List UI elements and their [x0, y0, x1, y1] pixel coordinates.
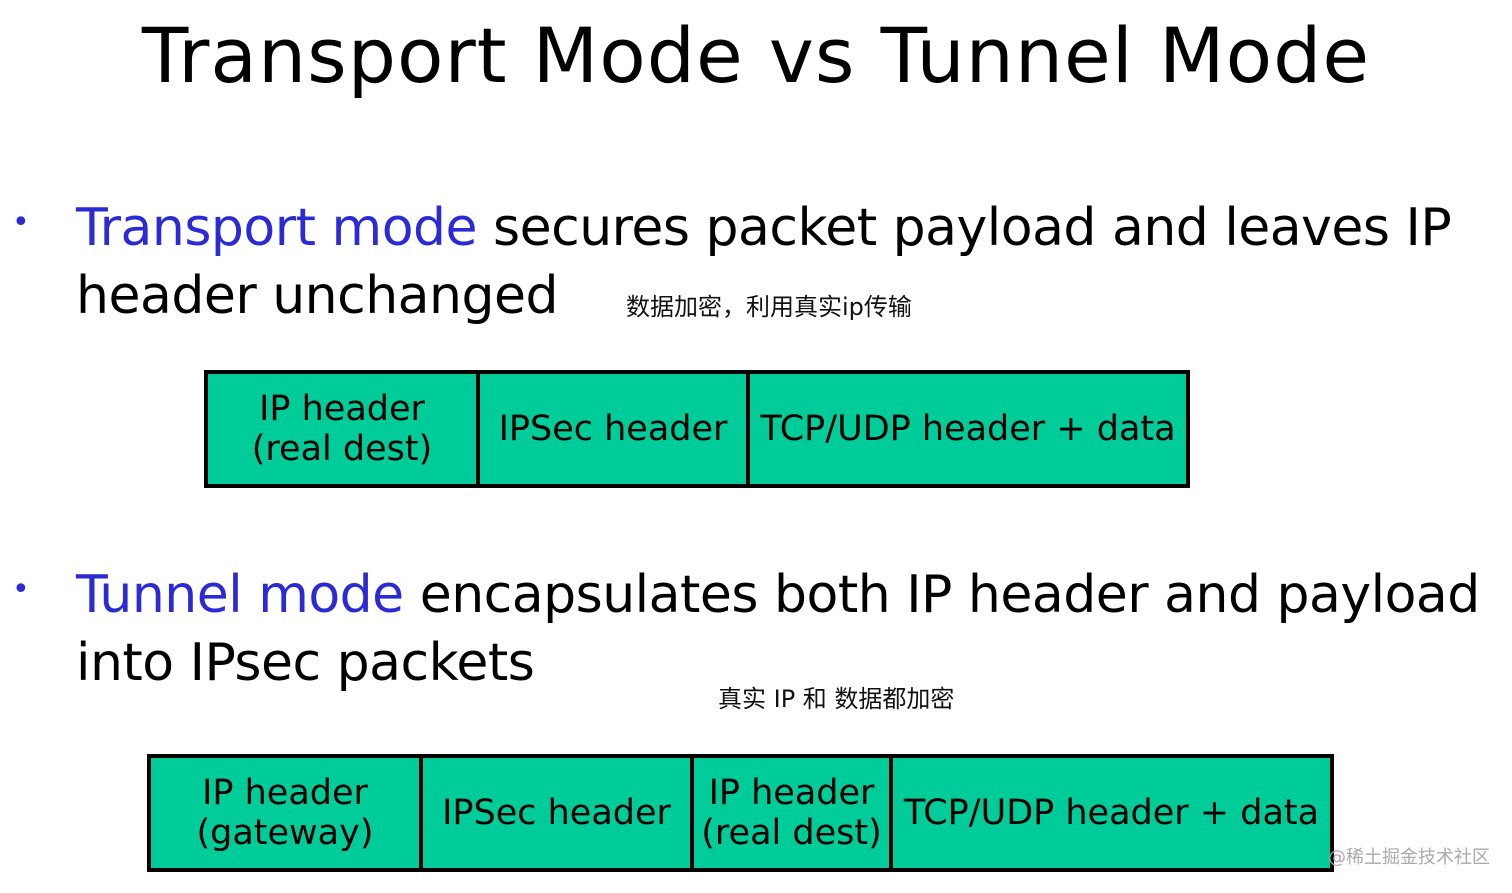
- transport-cell-ipsec-header: IPSec header: [480, 374, 750, 484]
- tunnel-cell-tcp-udp-data-label: TCP/UDP header + data: [903, 793, 1320, 833]
- slide-title: Transport Mode vs Tunnel Mode: [141, 11, 1371, 100]
- tunnel-cell-ipsec-header-label: IPSec header: [442, 793, 671, 833]
- tunnel-cell-ip-header-real-dest: IP header(real dest): [694, 758, 893, 868]
- transport-line-1: Transport mode secures packet payload an…: [76, 196, 1452, 260]
- transport-cell-tcp-udp-data-label: TCP/UDP header + data: [760, 409, 1176, 449]
- tunnel-packet: IP header(gateway) IPSec header IP heade…: [147, 754, 1334, 872]
- tunnel-cell-ip-header-gateway-line2: (gateway): [196, 813, 374, 853]
- tunnel-mode-term: Tunnel mode: [76, 565, 404, 625]
- bullet-transport: •: [12, 205, 30, 240]
- transport-line-1-rest: secures packet payload and leaves IP: [477, 198, 1452, 258]
- tunnel-line-1-rest: encapsulates both IP header and payload: [403, 565, 1481, 625]
- transport-cell-ip-header-line2: (real dest): [251, 429, 433, 469]
- tunnel-note: 真实 IP 和 数据都加密: [718, 685, 955, 713]
- transport-cell-ip-header: IP header(real dest): [208, 374, 480, 484]
- watermark: @稀土掘金技术社区: [1328, 847, 1490, 868]
- transport-note: 数据加密，利用真实ip传输: [626, 293, 912, 321]
- bullet-tunnel: •: [12, 572, 30, 607]
- tunnel-line-2: into IPsec packets: [76, 633, 535, 693]
- transport-cell-ipsec-header-label: IPSec header: [498, 409, 728, 449]
- tunnel-cell-ip-header-real-dest-line1: IP header: [708, 773, 875, 813]
- tunnel-line-1: Tunnel mode encapsulates both IP header …: [76, 563, 1480, 627]
- transport-cell-ip-header-line1: IP header: [259, 389, 425, 429]
- transport-cell-tcp-udp-data: TCP/UDP header + data: [750, 374, 1186, 484]
- tunnel-cell-ipsec-header: IPSec header: [423, 758, 694, 868]
- transport-packet: IP header(real dest) IPSec header TCP/UD…: [204, 370, 1190, 488]
- tunnel-cell-ip-header-real-dest-line2: (real dest): [701, 813, 882, 853]
- transport-line-2: header unchanged: [76, 266, 559, 326]
- tunnel-cell-ip-header-gateway-line1: IP header: [202, 773, 368, 813]
- transport-mode-term: Transport mode: [76, 198, 478, 258]
- tunnel-cell-ip-header-gateway: IP header(gateway): [151, 758, 423, 868]
- tunnel-cell-tcp-udp-data: TCP/UDP header + data: [893, 758, 1330, 868]
